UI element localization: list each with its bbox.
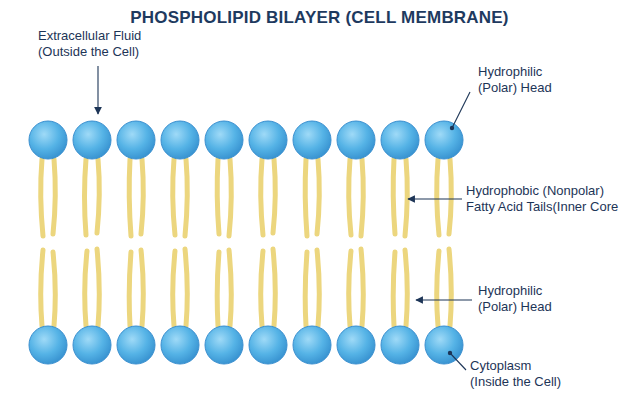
fatty-acid-tail: [185, 159, 187, 236]
hydrophilic-head: [425, 326, 463, 364]
fatty-acid-tail: [173, 251, 175, 326]
leader-line: [450, 353, 466, 370]
fatty-acid-tail: [305, 252, 307, 326]
fatty-acid-tail: [217, 252, 219, 326]
callout-label: Hydrophobic (Nonpolar) Fatty Acid Tails(…: [466, 183, 628, 215]
fatty-acid-tail: [97, 159, 99, 233]
fatty-acid-tail: [361, 159, 363, 236]
callout-label: Hydrophilic (Polar) Head: [478, 64, 573, 96]
fatty-acid-tail: [97, 249, 99, 326]
hydrophilic-head: [29, 121, 67, 159]
fatty-acid-tail: [437, 159, 439, 235]
fatty-acid-tail: [393, 159, 395, 234]
fatty-acid-tail: [229, 159, 231, 236]
fatty-acid-tail: [349, 251, 351, 326]
callout-label: Cytoplasm (Inside the Cell): [470, 358, 570, 390]
fatty-acid-tail: [261, 251, 263, 326]
fatty-acid-tail: [361, 249, 363, 326]
fatty-acid-tail: [85, 251, 87, 326]
leader-line: [452, 92, 470, 128]
hydrophilic-head: [161, 326, 199, 364]
fatty-acid-tail: [53, 159, 55, 234]
fatty-acid-tail: [349, 159, 351, 235]
fatty-acid-tail: [173, 159, 175, 235]
hydrophilic-head: [249, 326, 287, 364]
fatty-acid-tail: [141, 250, 143, 326]
fatty-acid-tail: [317, 250, 319, 326]
fatty-acid-tail: [273, 249, 275, 326]
fatty-acid-tail: [317, 159, 319, 234]
leader-arrow: [408, 198, 462, 199]
fatty-acid-tail: [449, 159, 451, 234]
fatty-acid-tail: [41, 250, 43, 326]
hydrophilic-head: [73, 326, 111, 364]
fatty-acid-tail: [449, 249, 451, 326]
fatty-acid-tail: [129, 252, 131, 326]
fatty-acid-tail: [393, 252, 395, 326]
leader-arrow: [97, 66, 98, 114]
hydrophilic-head: [161, 121, 199, 159]
hydrophilic-head: [73, 121, 111, 159]
fatty-acid-tail: [129, 159, 131, 236]
fatty-acid-tail: [141, 159, 143, 234]
hydrophilic-head: [205, 326, 243, 364]
leader-dot: [450, 126, 454, 130]
hydrophilic-head: [205, 121, 243, 159]
hydrophilic-head: [337, 121, 375, 159]
callout-label: Extracellular Fluid (Outside the Cell): [38, 28, 158, 60]
fatty-acid-tail: [185, 249, 187, 326]
hydrophilic-head: [293, 121, 331, 159]
fatty-acid-tail: [273, 159, 275, 233]
hydrophilic-head: [117, 326, 155, 364]
hydrophilic-head: [117, 121, 155, 159]
fatty-acid-tail: [229, 250, 231, 326]
hydrophilic-head: [293, 326, 331, 364]
leader-arrow: [416, 299, 472, 300]
fatty-acid-tail: [85, 159, 87, 235]
fatty-acid-tail: [217, 159, 219, 234]
hydrophilic-head: [29, 326, 67, 364]
hydrophilic-head: [249, 121, 287, 159]
fatty-acid-tail: [41, 159, 43, 236]
hydrophilic-head: [381, 326, 419, 364]
hydrophilic-head: [337, 326, 375, 364]
fatty-acid-tail: [261, 159, 263, 235]
fatty-acid-tail: [53, 252, 55, 326]
fatty-acid-tail: [405, 250, 407, 326]
hydrophilic-head: [425, 121, 463, 159]
hydrophilic-head: [381, 121, 419, 159]
fatty-acid-tail: [437, 251, 439, 326]
callout-label: Hydrophilic (Polar) Head: [478, 283, 573, 315]
leader-dot: [448, 351, 452, 355]
fatty-acid-tail: [405, 159, 407, 236]
fatty-acid-tail: [305, 159, 307, 236]
diagram-title: PHOSPHOLIPID BILAYER (CELL MEMBRANE): [0, 8, 639, 28]
